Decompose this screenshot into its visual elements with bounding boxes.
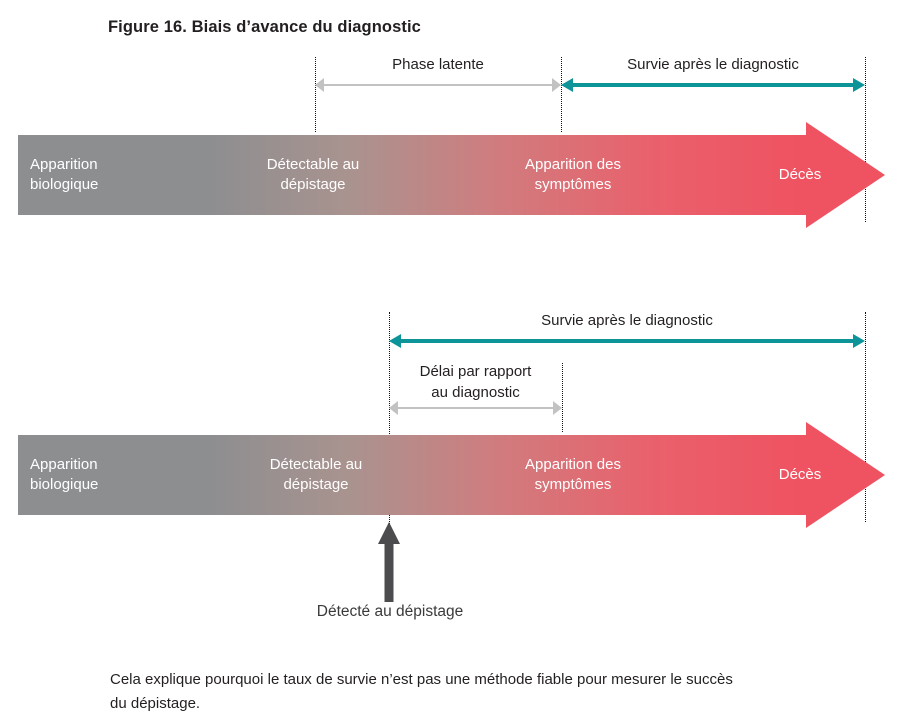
guide-line-death	[865, 57, 866, 222]
arrow-head-right-icon	[853, 78, 865, 92]
arrow-shaft	[396, 339, 858, 343]
figure-caption: Cela explique pourquoi le taux de survie…	[110, 671, 733, 712]
bar-label-biological-onset: Apparition biologique	[30, 156, 99, 193]
measure-arrow-lead-time	[389, 401, 562, 415]
measure-label-lead-time-line1: Délai par rapport	[419, 363, 532, 380]
guide-line-symptoms	[562, 363, 563, 432]
arrow-head-left-icon	[561, 78, 573, 92]
measure-arrow-survival-after-diagnosis	[389, 334, 865, 348]
arrow-shaft	[322, 84, 554, 86]
arrow-head-left-icon	[315, 78, 324, 92]
measure-caption-lead-time: Délai par rapport au diagnostic	[389, 361, 562, 403]
bar-label-detectable-by-screening: Détectable au dépistage	[269, 456, 363, 493]
measure-arrow-survival-after-diagnosis	[561, 78, 865, 92]
guide-line-symptoms	[561, 57, 562, 132]
arrow-head-right-icon	[853, 334, 865, 348]
screen-detection-label: Détecté au dépistage	[316, 603, 464, 620]
bar-label-symptom-onset: Apparition des symptômes	[525, 156, 621, 193]
measure-label-survival-after-diagnosis: Survie après le diagnostic	[627, 56, 799, 73]
disease-timeline-bar: Apparition biologique Détectable au dépi…	[18, 422, 885, 528]
screen-detection-pointer-icon	[368, 522, 410, 602]
arrow-shaft	[396, 407, 555, 409]
pointer-stem	[384, 540, 394, 602]
bar-label-death: Décès	[778, 466, 822, 483]
measure-label-latent-phase: Phase latente	[392, 56, 484, 73]
bar-label-detectable-by-screening: Détectable au dépistage	[266, 156, 360, 193]
pointer-head-icon	[378, 522, 400, 544]
bar-label-death: Décès	[778, 166, 822, 183]
bar-label-biological-onset: Apparition biologique	[30, 456, 99, 493]
arrow-head-left-icon	[389, 401, 398, 415]
guide-line-death	[865, 312, 866, 522]
disease-timeline-bar: Apparition biologique Détectable au dépi…	[18, 122, 885, 228]
measure-caption-latent-phase: Phase latente	[315, 54, 561, 75]
timeline-shaft	[18, 135, 808, 215]
page-title: Figure 16. Biais d’avance du diagnostic	[108, 18, 421, 36]
arrow-head-right-icon	[552, 78, 561, 92]
guide-line-screen-detection	[389, 312, 390, 528]
measure-caption-survival-after-diagnosis: Survie après le diagnostic	[389, 310, 865, 331]
measure-arrow-latent-phase	[315, 78, 561, 92]
measure-label-lead-time-line2: au diagnostic	[431, 384, 520, 401]
arrow-head-left-icon	[389, 334, 401, 348]
arrow-shaft	[568, 83, 858, 87]
guide-line-detectable	[315, 57, 316, 132]
bar-label-symptom-onset: Apparition des symptômes	[525, 456, 621, 493]
measure-caption-survival-after-diagnosis: Survie après le diagnostic	[561, 54, 865, 75]
measure-label-survival-after-diagnosis: Survie après le diagnostic	[541, 312, 713, 329]
timeline-shaft	[18, 435, 808, 515]
arrow-head-right-icon	[553, 401, 562, 415]
